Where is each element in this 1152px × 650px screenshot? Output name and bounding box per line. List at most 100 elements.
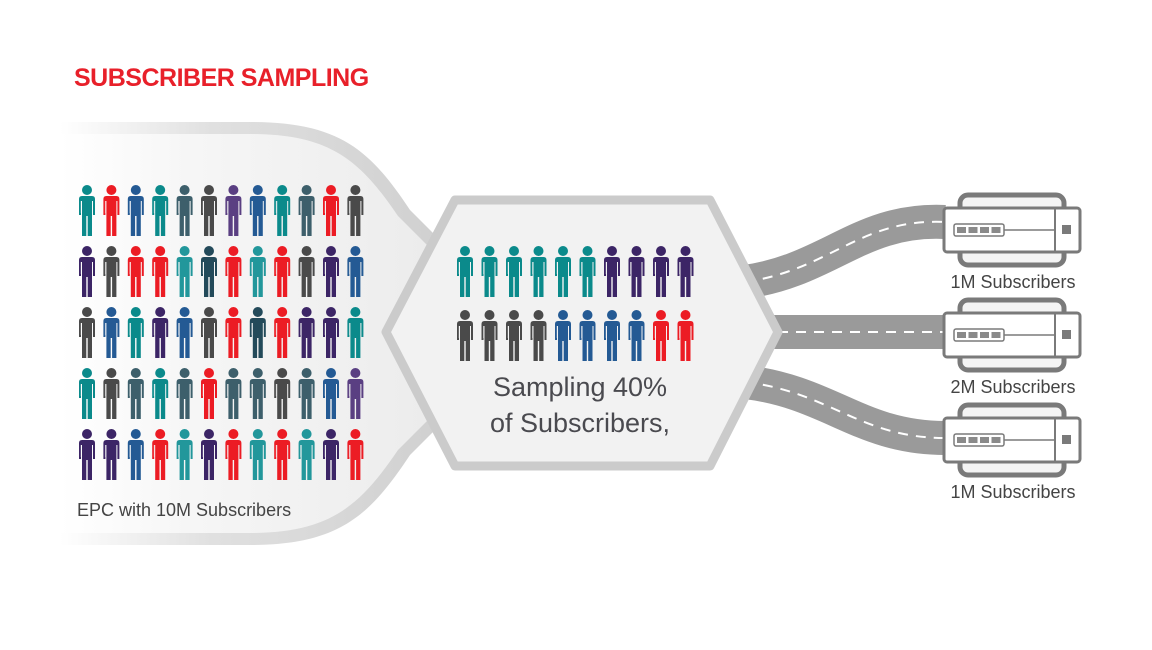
person-icon bbox=[103, 246, 120, 297]
person-icon bbox=[323, 307, 339, 358]
person-icon bbox=[79, 246, 95, 297]
person-icon bbox=[152, 368, 169, 419]
person-icon bbox=[506, 246, 522, 297]
epc-label: EPC with 10M Subscribers bbox=[77, 500, 291, 520]
person-icon bbox=[457, 310, 473, 361]
person-icon bbox=[323, 246, 339, 297]
server-label: 2M Subscribers bbox=[950, 377, 1075, 397]
person-icon bbox=[604, 310, 620, 361]
server-indicator-icon bbox=[1062, 435, 1071, 444]
person-icon bbox=[579, 246, 596, 297]
road-bottom bbox=[742, 365, 946, 455]
person-icon bbox=[274, 185, 291, 236]
person-icon bbox=[176, 368, 193, 419]
person-icon bbox=[79, 307, 95, 358]
person-icon bbox=[274, 246, 291, 297]
servers: 1M Subscribers 2M Subscribers 1M Subscribe… bbox=[942, 192, 1082, 502]
person-icon bbox=[555, 310, 571, 361]
person-icon bbox=[481, 246, 498, 297]
person-icon bbox=[201, 185, 217, 236]
person-icon bbox=[274, 368, 291, 419]
person-icon bbox=[152, 246, 169, 297]
person-icon bbox=[79, 368, 95, 419]
person-icon bbox=[506, 310, 522, 361]
person-icon bbox=[225, 185, 242, 236]
person-icon bbox=[225, 429, 242, 480]
person-icon bbox=[201, 429, 217, 480]
person-icon bbox=[347, 185, 364, 236]
person-icon bbox=[249, 368, 266, 419]
person-icon bbox=[249, 307, 266, 358]
person-icon bbox=[176, 185, 193, 236]
person-icon bbox=[127, 185, 144, 236]
person-icon bbox=[152, 185, 169, 236]
person-icon bbox=[347, 368, 364, 419]
person-icon bbox=[249, 185, 266, 236]
person-icon bbox=[225, 307, 242, 358]
server-label: 1M Subscribers bbox=[950, 272, 1075, 292]
person-icon bbox=[298, 185, 315, 236]
roads bbox=[742, 204, 946, 455]
diagram-title: SUBSCRIBER SAMPLING bbox=[74, 64, 369, 92]
person-icon bbox=[481, 310, 498, 361]
server-label: 1M Subscribers bbox=[950, 482, 1075, 502]
person-icon bbox=[201, 368, 217, 419]
person-icon bbox=[79, 185, 95, 236]
person-icon bbox=[530, 310, 547, 361]
person-icon bbox=[176, 246, 193, 297]
person-icon bbox=[274, 429, 291, 480]
person-icon bbox=[628, 310, 645, 361]
server-1: 1M Subscribers bbox=[942, 192, 1082, 292]
person-icon bbox=[298, 368, 315, 419]
person-icon bbox=[323, 185, 339, 236]
person-icon bbox=[127, 368, 144, 419]
server-indicator-icon bbox=[1062, 330, 1071, 339]
person-icon bbox=[152, 307, 169, 358]
person-icon bbox=[152, 429, 169, 480]
person-icon bbox=[653, 246, 669, 297]
person-icon bbox=[103, 429, 120, 480]
person-icon bbox=[103, 307, 120, 358]
person-icon bbox=[677, 246, 694, 297]
person-icon bbox=[79, 429, 95, 480]
person-icon bbox=[201, 246, 217, 297]
person-icon bbox=[274, 307, 291, 358]
person-icon bbox=[323, 429, 339, 480]
person-icon bbox=[653, 310, 669, 361]
sampling-hexagon bbox=[381, 195, 783, 471]
sampling-text-line1: Sampling 40% bbox=[493, 372, 667, 402]
road-top bbox=[742, 204, 946, 299]
person-icon bbox=[579, 310, 596, 361]
server-indicator-icon bbox=[1062, 225, 1071, 234]
person-icon bbox=[298, 246, 315, 297]
population-grid bbox=[79, 185, 364, 480]
person-icon bbox=[323, 368, 339, 419]
person-icon bbox=[347, 429, 364, 480]
person-icon bbox=[176, 429, 193, 480]
person-icon bbox=[201, 307, 217, 358]
person-icon bbox=[225, 368, 242, 419]
person-icon bbox=[103, 185, 120, 236]
person-icon bbox=[249, 246, 266, 297]
person-icon bbox=[127, 429, 144, 480]
person-icon bbox=[530, 246, 547, 297]
sampling-text-line2: of Subscribers, bbox=[490, 408, 670, 438]
person-icon bbox=[604, 246, 620, 297]
person-icon bbox=[298, 429, 315, 480]
person-icon bbox=[225, 246, 242, 297]
person-icon bbox=[176, 307, 193, 358]
person-icon bbox=[103, 368, 120, 419]
person-icon bbox=[677, 310, 694, 361]
server-3: 1M Subscribers bbox=[942, 402, 1082, 502]
person-icon bbox=[298, 307, 315, 358]
person-icon bbox=[457, 246, 473, 297]
sample-grid bbox=[457, 246, 694, 361]
person-icon bbox=[347, 307, 364, 358]
person-icon bbox=[127, 307, 144, 358]
server-2: 2M Subscribers bbox=[942, 297, 1082, 397]
person-icon bbox=[555, 246, 571, 297]
person-icon bbox=[249, 429, 266, 480]
person-icon bbox=[628, 246, 645, 297]
person-icon bbox=[127, 246, 144, 297]
